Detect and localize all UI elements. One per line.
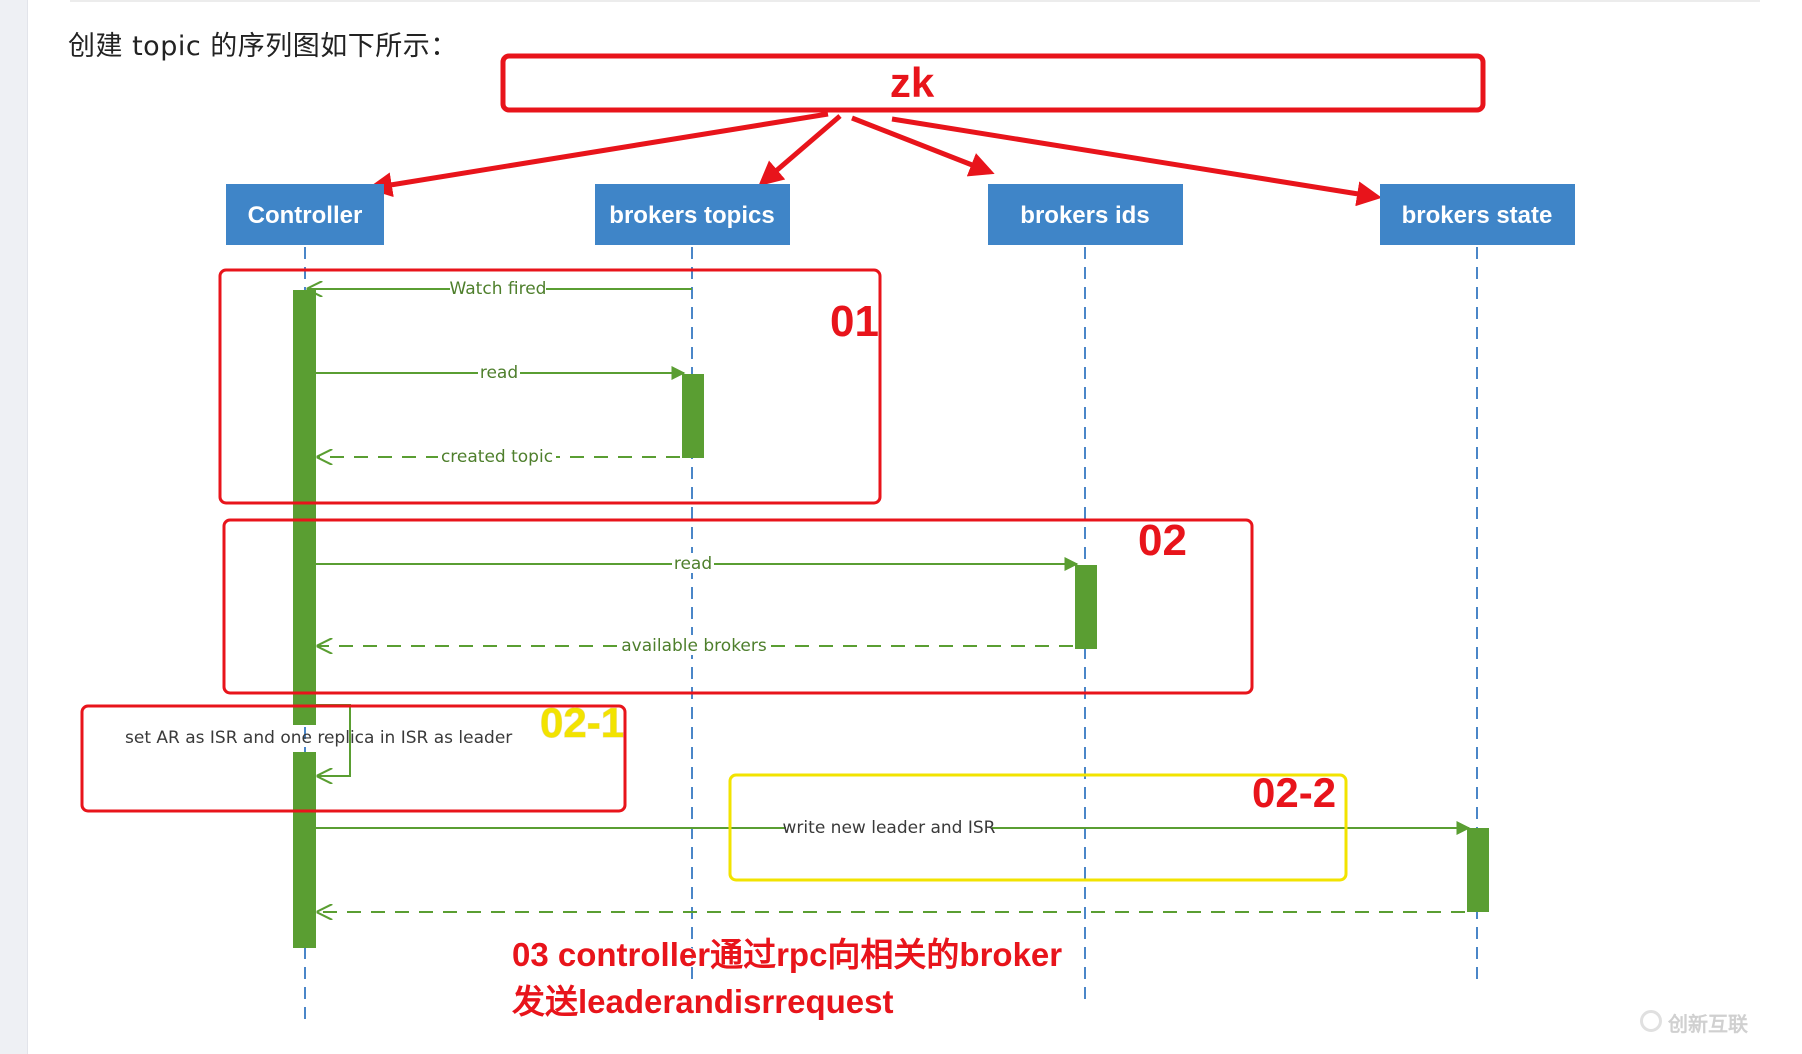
- intro-text: 创建 topic 的序列图如下所示：: [68, 31, 458, 62]
- activation-controller-main: [293, 290, 316, 725]
- message-watch-fired-label: Watch fired: [450, 279, 547, 299]
- message-created-topic-label: created topic: [441, 447, 553, 467]
- zk-to-brokers-topics-arrow: [758, 114, 842, 187]
- activation-brokers-ids: [1075, 565, 1097, 649]
- message-self-call-label: set AR as ISR and one replica in ISR as …: [125, 728, 512, 748]
- message-read-ids-label: read: [674, 554, 712, 574]
- top-divider: [70, 0, 1760, 2]
- zk-to-controller-arrow: [367, 111, 829, 198]
- participant-controller-label: Controller: [248, 202, 363, 229]
- watermark: 创新互联: [1668, 1012, 1748, 1036]
- left-sidebar-strip: [0, 0, 28, 1054]
- participant-brokers-ids: brokers ids: [988, 184, 1183, 245]
- box-02-2: [728, 773, 1348, 882]
- participant-brokers-state: brokers state: [1380, 184, 1575, 245]
- activation-brokers-state: [1467, 828, 1489, 912]
- participant-controller: Controller: [226, 184, 384, 245]
- participant-brokers-topics: brokers topics: [595, 184, 790, 245]
- zk-box: [500, 53, 1486, 113]
- message-read-topics-label: read: [480, 363, 518, 383]
- box-01: [218, 268, 882, 505]
- message-available-brokers-label: available brokers: [621, 636, 767, 656]
- box-01-label: 01: [830, 297, 879, 346]
- activation-controller-self: [293, 752, 316, 948]
- participant-brokers-state-label: brokers state: [1402, 202, 1553, 229]
- message-write-state-label: write new leader and ISR: [783, 818, 996, 838]
- participant-brokers-topics-label: brokers topics: [609, 202, 774, 229]
- note-line-1: 03 controller通过rpc向相关的broker: [512, 936, 1062, 973]
- zk-label: zk: [890, 59, 935, 106]
- box-02-label: 02: [1138, 516, 1187, 565]
- activation-brokers-topics: [682, 374, 704, 458]
- participant-brokers-ids-label: brokers ids: [1020, 202, 1149, 229]
- box-02: [222, 518, 1254, 695]
- watermark-logo-icon: [1640, 1010, 1662, 1032]
- box-02-2-label: 02-2: [1252, 769, 1336, 816]
- note-line-2: 发送leaderandisrrequest: [512, 983, 893, 1020]
- zk-to-brokers-state-arrow: [891, 116, 1382, 207]
- box-02-1-label: 02-1: [540, 699, 624, 746]
- box-02-1: [80, 704, 627, 813]
- zk-to-brokers-ids-arrow: [851, 115, 995, 177]
